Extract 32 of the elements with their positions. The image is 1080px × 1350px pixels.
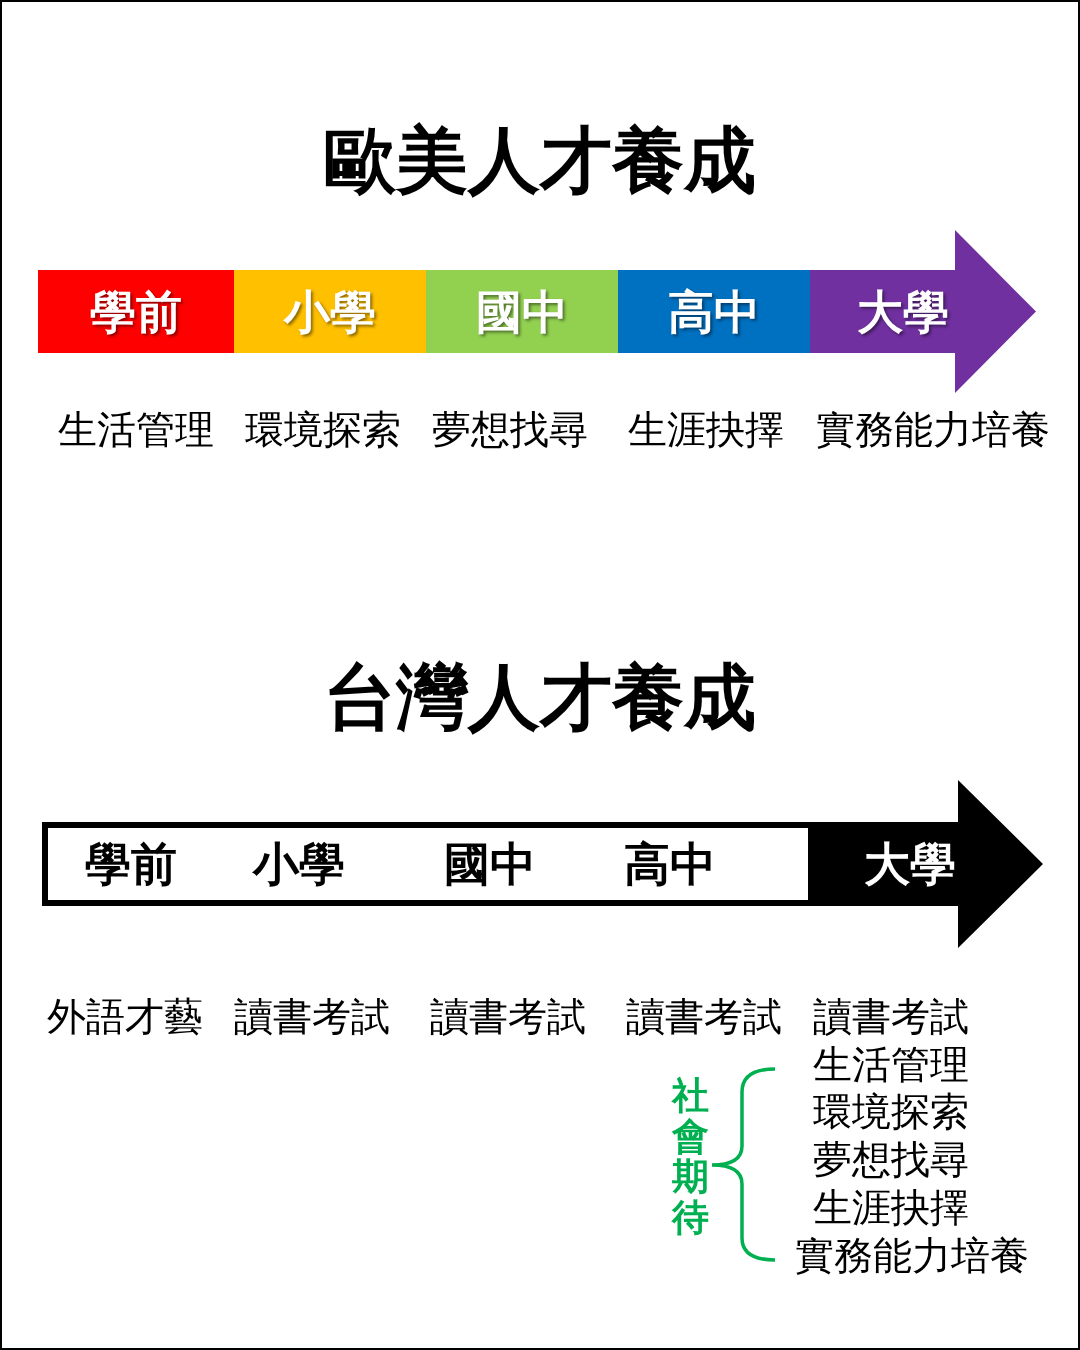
stage-label: 小學 — [284, 286, 376, 338]
stage-description: 讀書考試 — [626, 994, 782, 1040]
stage-segment — [618, 270, 810, 353]
stage-description: 讀書考試 — [234, 994, 390, 1040]
stage-label: 學前 — [90, 286, 182, 338]
stage-description: 生涯抉擇 — [628, 407, 784, 453]
stage-description: 環境探索 — [245, 407, 401, 453]
stage-label: 小學 — [253, 838, 345, 890]
stage-segment — [234, 270, 426, 353]
section-heading: 歐美人才養成 — [324, 118, 756, 202]
stage-segment — [38, 270, 234, 353]
stage-description: 生涯抉擇 — [813, 1185, 969, 1231]
stage-label: 高中 — [668, 286, 760, 338]
stage-label: 學前 — [85, 838, 177, 890]
stage-label: 國中 — [476, 286, 568, 338]
stage-description: 生活管理 — [813, 1042, 969, 1088]
stage-description: 生活管理 — [58, 407, 214, 453]
stage-description: 實務能力培養 — [816, 407, 1050, 453]
stage-label: 國中 — [444, 838, 536, 890]
stage-description: 環境探索 — [813, 1089, 969, 1135]
stage-description: 實務能力培養 — [795, 1233, 1029, 1279]
section-heading: 台灣人才養成 — [324, 655, 756, 739]
stage-description: 讀書考試 — [430, 994, 586, 1040]
stage-label: 大學 — [857, 286, 949, 338]
stage-description: 外語才藝 — [47, 994, 203, 1040]
stage-description: 夢想找尋 — [813, 1137, 969, 1183]
stage-label: 大學 — [864, 838, 956, 890]
stage-label: 高中 — [624, 838, 716, 890]
stage-segment — [426, 270, 618, 353]
stage-description: 讀書考試 — [813, 994, 969, 1040]
vertical-label: 社會期待 — [671, 1076, 709, 1239]
stage-description: 夢想找尋 — [432, 407, 588, 453]
